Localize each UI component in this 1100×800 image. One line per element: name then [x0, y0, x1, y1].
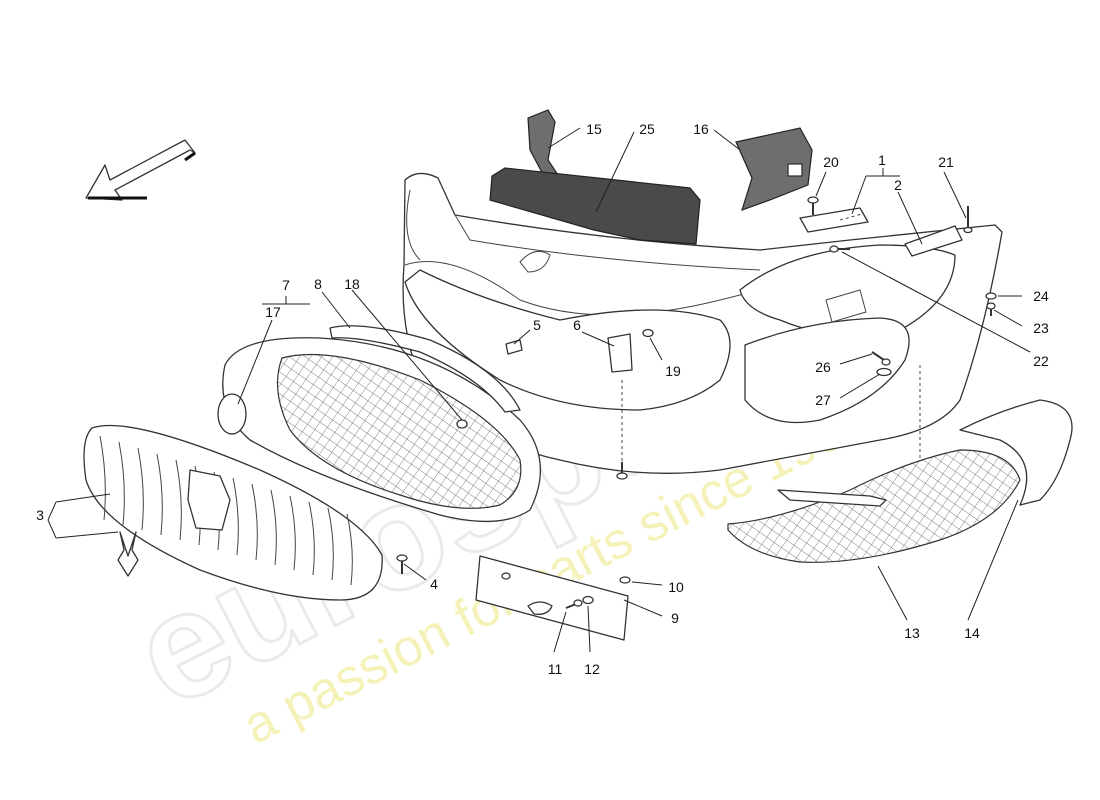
callout-17: 17	[265, 304, 281, 320]
air-duct-15	[527, 109, 559, 179]
upper-panel-25	[489, 167, 701, 245]
callout-15: 15	[586, 121, 602, 137]
callout-11: 11	[548, 661, 563, 677]
callout-10: 10	[668, 579, 684, 595]
callout-3: 3	[36, 507, 44, 523]
callout-24: 24	[1033, 288, 1049, 304]
washer-24-icon	[985, 292, 997, 300]
upper-seal-8	[329, 325, 521, 413]
screw-20-icon	[807, 196, 819, 215]
callout-8: 8	[314, 276, 322, 292]
callout-14: 14	[964, 625, 980, 641]
screw-26-icon	[871, 351, 891, 366]
clip-27-icon	[876, 367, 892, 377]
screw-21-icon	[963, 206, 973, 234]
bracket-part-2	[904, 225, 963, 257]
callout-26: 26	[815, 359, 831, 375]
callout-18: 18	[344, 276, 360, 292]
callout-6: 6	[573, 317, 581, 333]
callout-22: 22	[1033, 353, 1049, 369]
callout-2: 2	[894, 177, 902, 193]
screw-4-icon	[396, 554, 408, 574]
grille-surround	[217, 337, 541, 523]
emblem-mount-icon	[187, 469, 231, 531]
fog-lamp-17	[217, 393, 247, 435]
screw-22-icon	[829, 245, 850, 253]
front-bumper	[402, 172, 1003, 474]
callout-1: 1	[878, 152, 886, 168]
clip-part-5	[505, 339, 523, 355]
callout-9: 9	[671, 610, 679, 626]
callout-23: 23	[1033, 320, 1049, 336]
front-grille-3	[83, 424, 383, 601]
license-plate-holder-9	[475, 555, 629, 641]
callout-7: 7	[282, 277, 290, 293]
clip-18-icon	[456, 419, 468, 429]
callout-12: 12	[584, 661, 600, 677]
lower-trim-14	[959, 399, 1073, 506]
callout-21: 21	[938, 154, 954, 170]
lower-mesh-13	[727, 449, 1021, 563]
callout-19: 19	[665, 363, 681, 379]
air-duct-16	[735, 127, 813, 211]
screw-11-icon	[565, 599, 583, 609]
screw-19-icon	[642, 328, 654, 338]
callout-13: 13	[904, 625, 920, 641]
direction-arrow-icon	[85, 139, 196, 201]
bracket-part-20-plate	[799, 207, 869, 233]
callout-27: 27	[815, 392, 831, 408]
bracket-part-6	[607, 333, 633, 373]
duct-16-tab	[787, 163, 803, 177]
screw-bottom-icon	[616, 462, 628, 480]
callout-16: 16	[693, 121, 709, 137]
callouts: 1 2 3 4 5 6 7 8 9 10 11 12 13 14 15 16 1…	[36, 121, 1049, 677]
callout-20: 20	[823, 154, 839, 170]
callout-4: 4	[430, 576, 438, 592]
screw-23-icon	[986, 302, 996, 316]
callout-25: 25	[639, 121, 655, 137]
screw-10-icon	[619, 576, 631, 584]
alignment-line-1	[839, 213, 863, 221]
washer-12-icon	[582, 595, 594, 605]
leader-lines	[47, 127, 1031, 653]
trident-emblem-icon	[117, 531, 139, 577]
callout-5: 5	[533, 317, 541, 333]
